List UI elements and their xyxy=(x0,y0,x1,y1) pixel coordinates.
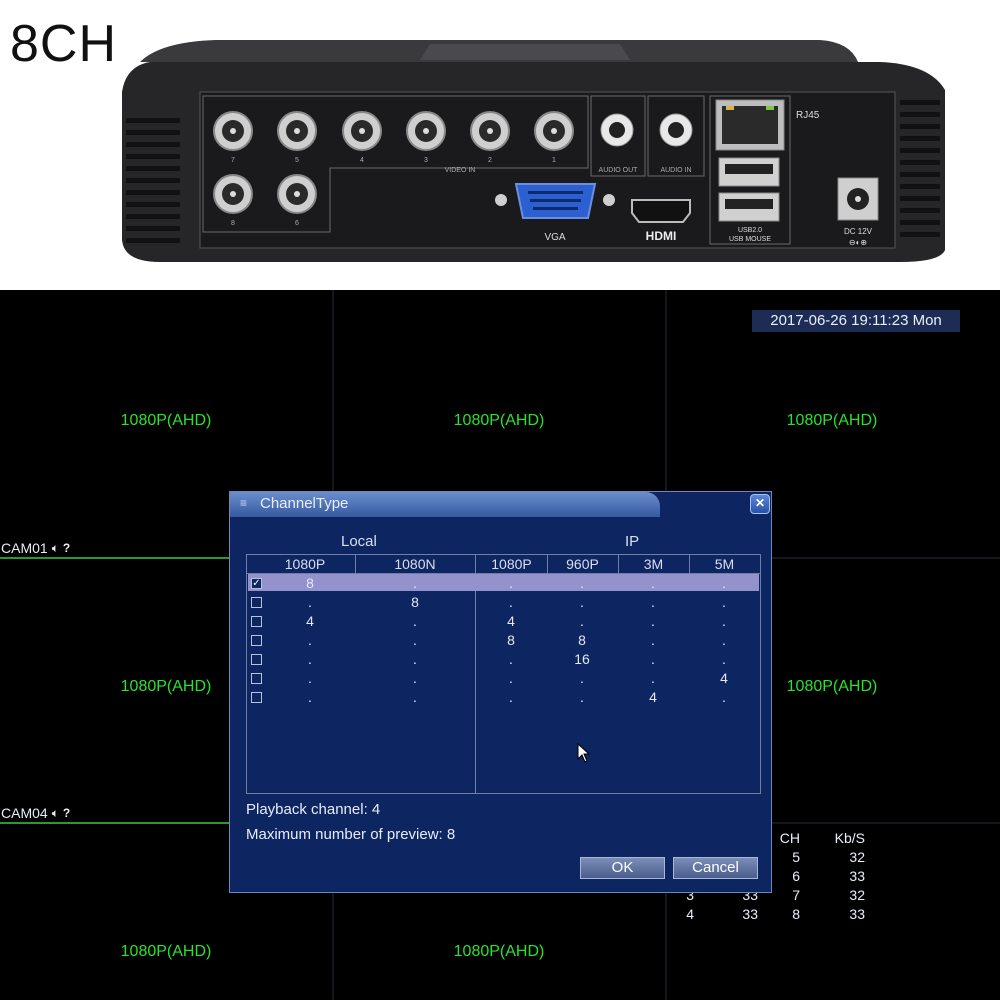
ok-button[interactable]: OK xyxy=(580,857,665,879)
question-icon: ? xyxy=(62,806,71,820)
column-header: 3M xyxy=(643,556,664,572)
row-checkbox[interactable] xyxy=(251,616,262,627)
column-header: 1080P xyxy=(491,556,532,572)
dvr-device-image: 7 5 4 3 2 1 8 6 VIDEO IN AUDIO OUT AUDIO… xyxy=(122,40,945,262)
max-preview-text: Maximum number of preview: 8 xyxy=(246,826,456,843)
channel-icon: ≡ xyxy=(240,496,248,510)
channel-resolution-label: 1080P(AHD) xyxy=(453,412,545,429)
bnc-connectors xyxy=(213,111,574,214)
usb-ports: USB2.0 USB MOUSE xyxy=(718,157,780,243)
svg-text:HDMI: HDMI xyxy=(646,229,677,243)
column-header: 1080N xyxy=(394,556,436,572)
svg-text:DC 12V: DC 12V xyxy=(844,227,873,236)
svg-text:AUDIO IN: AUDIO IN xyxy=(660,167,691,174)
selected-channel-border xyxy=(0,557,230,559)
svg-text:RJ45: RJ45 xyxy=(796,110,820,121)
svg-text:1: 1 xyxy=(552,157,556,164)
selected-row-highlight xyxy=(248,574,759,591)
column-header: 5M xyxy=(714,556,735,572)
audio-muted-icon: 🔈︎ xyxy=(51,805,59,820)
product-photo: 8CH xyxy=(0,0,1000,290)
channel-resolution-label: 1080P(AHD) xyxy=(786,678,878,695)
row-checkbox[interactable] xyxy=(251,673,262,684)
channel-resolution-label: 1080P(AHD) xyxy=(120,412,212,429)
svg-text:⊖◐⊕: ⊖◐⊕ xyxy=(849,238,867,247)
vga-port: VGA xyxy=(495,183,615,243)
camera-name: CAM01 xyxy=(1,540,48,556)
group-local: Local xyxy=(341,533,377,550)
table-row[interactable]: . . . . 4 . xyxy=(247,688,760,706)
close-icon[interactable]: ✕ xyxy=(750,494,770,514)
svg-text:6: 6 xyxy=(295,220,299,227)
channel-type-table: 1080P 1080N 1080P 960P 3M 5M ✓ 8 . . . .… xyxy=(246,554,761,794)
channel-resolution-label: 1080P(AHD) xyxy=(120,943,212,960)
table-row[interactable]: . . 8 8 . . xyxy=(247,631,760,649)
column-header: 1080P xyxy=(284,556,326,572)
stats-row: 4 33 8 33 xyxy=(686,906,865,922)
group-headers: Local IP xyxy=(245,532,760,554)
svg-text:7: 7 xyxy=(231,157,235,164)
table-row[interactable]: 4 . 4 . . . xyxy=(247,612,760,630)
column-header: 960P xyxy=(566,556,599,572)
channel-resolution-label: 1080P(AHD) xyxy=(120,678,212,695)
svg-text:4: 4 xyxy=(360,157,364,164)
selected-channel-border xyxy=(0,822,230,824)
camera-name: CAM04 xyxy=(1,805,48,821)
table-row[interactable]: . . . . . 4 xyxy=(247,669,760,687)
table-row[interactable]: . . . 16 . . xyxy=(247,650,760,668)
channel-type-dialog: ≡ ChannelType ✕ Local IP 1080P 1080N 108… xyxy=(229,491,772,893)
channel-resolution-label: 1080P(AHD) xyxy=(453,943,545,960)
stats-row: 5 32 xyxy=(792,849,865,865)
dialog-title: ChannelType xyxy=(260,495,349,512)
camera-label[interactable]: CAM01 🔈︎ ? xyxy=(1,540,70,556)
svg-text:USB MOUSE: USB MOUSE xyxy=(729,236,771,243)
stats-row: 6 33 xyxy=(792,868,865,884)
row-checkbox[interactable] xyxy=(251,654,262,665)
svg-text:8: 8 xyxy=(231,220,235,227)
row-checkbox[interactable] xyxy=(251,597,262,608)
question-icon: ? xyxy=(62,541,71,555)
table-row[interactable]: . 8 . . . . xyxy=(247,593,760,611)
channel-resolution-label: 1080P(AHD) xyxy=(786,412,878,429)
dc-power-jack: DC 12V ⊖◐⊕ xyxy=(837,177,879,247)
svg-text:5: 5 xyxy=(295,157,299,164)
row-checkbox[interactable]: ✓ xyxy=(251,578,262,589)
stats-header: CH Kb/S xyxy=(779,830,865,846)
dialog-titlebar[interactable]: ≡ ChannelType ✕ xyxy=(230,492,771,517)
svg-text:2: 2 xyxy=(488,157,492,164)
group-ip: IP xyxy=(625,533,640,550)
row-checkbox[interactable] xyxy=(251,635,262,646)
camera-label[interactable]: CAM04 🔈︎ ? xyxy=(1,805,70,821)
audio-muted-icon: 🔈︎ xyxy=(51,540,59,555)
table-row[interactable]: ✓ 8 . . . . . xyxy=(251,575,726,591)
title-tab xyxy=(230,492,660,517)
mouse-cursor-icon xyxy=(577,743,591,763)
svg-text:3: 3 xyxy=(424,157,428,164)
cancel-button[interactable]: Cancel xyxy=(673,857,758,879)
svg-text:USB2.0: USB2.0 xyxy=(738,227,762,234)
svg-text:VGA: VGA xyxy=(544,232,565,243)
svg-text:AUDIO OUT: AUDIO OUT xyxy=(599,167,639,174)
dvr-screen: 2017-06-26 19:11:23 Mon 1080P(AHD) 1080P… xyxy=(0,290,1000,1000)
playback-channel-text: Playback channel: 4 xyxy=(246,801,381,818)
rj45-port: RJ45 xyxy=(715,99,820,151)
channel-count-label: 8CH xyxy=(10,15,118,73)
hdmi-port: HDMI xyxy=(631,199,691,243)
svg-text:VIDEO IN: VIDEO IN xyxy=(445,167,476,174)
row-checkbox[interactable] xyxy=(251,692,262,703)
datetime-display: 2017-06-26 19:11:23 Mon xyxy=(752,310,960,332)
